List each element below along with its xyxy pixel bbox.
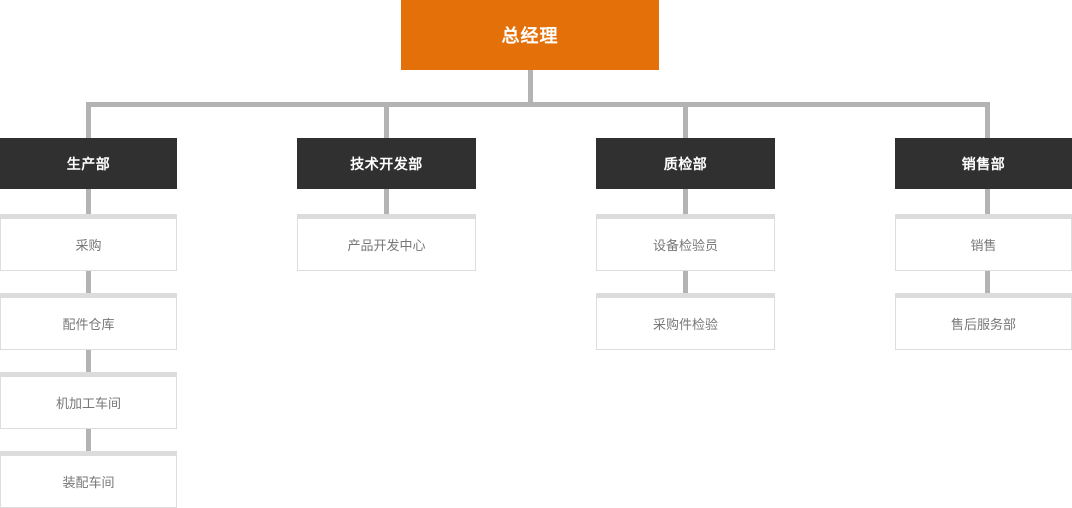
node-label: 产品开发中心: [347, 239, 426, 254]
connector-dept3-unit2: [683, 271, 688, 298]
connector-dept2-unit1: [384, 189, 389, 219]
node-unit-purchased-parts-inspection[interactable]: 采购件检验: [596, 293, 775, 350]
node-label: 采购件检验: [652, 318, 718, 333]
node-unit-machining-workshop[interactable]: 机加工车间: [0, 372, 177, 429]
node-unit-assembly-workshop[interactable]: 装配车间: [0, 451, 177, 508]
node-label: 装配车间: [62, 476, 115, 491]
node-unit-equipment-inspector[interactable]: 设备检验员: [596, 214, 775, 271]
node-label: 总经理: [501, 26, 559, 47]
connector-dept4-unit2: [985, 271, 990, 298]
connector-drop-dept1: [86, 102, 91, 138]
node-unit-after-sales-service[interactable]: 售后服务部: [895, 293, 1072, 350]
node-dept-sales[interactable]: 销售部: [895, 138, 1072, 189]
node-unit-product-development-center[interactable]: 产品开发中心: [297, 214, 476, 271]
connector-dept1-unit4: [86, 429, 91, 456]
connector-drop-dept4: [985, 102, 990, 138]
connector-dept4-unit1: [985, 189, 990, 219]
connector-dept3-unit1: [683, 189, 688, 219]
node-label: 质检部: [663, 156, 708, 173]
node-label: 设备检验员: [652, 239, 718, 254]
connector-bus: [86, 102, 990, 107]
connector-dept1-unit1: [86, 189, 91, 219]
node-label: 销售部: [961, 156, 1006, 173]
connector-root-stem: [528, 70, 533, 105]
node-unit-parts-warehouse[interactable]: 配件仓库: [0, 293, 177, 350]
node-dept-quality-inspection[interactable]: 质检部: [596, 138, 775, 189]
connector-drop-dept3: [683, 102, 688, 138]
connector-dept1-unit3: [86, 350, 91, 377]
node-label: 生产部: [66, 156, 111, 173]
node-dept-production[interactable]: 生产部: [0, 138, 177, 189]
node-general-manager[interactable]: 总经理: [401, 0, 659, 70]
node-dept-technical-development[interactable]: 技术开发部: [297, 138, 476, 189]
node-label: 机加工车间: [55, 397, 121, 412]
node-label: 采购: [75, 239, 102, 254]
node-label: 技术开发部: [350, 156, 423, 173]
connector-drop-dept2: [384, 102, 389, 138]
node-unit-procurement[interactable]: 采购: [0, 214, 177, 271]
node-label: 销售: [970, 239, 997, 254]
node-label: 配件仓库: [62, 318, 115, 333]
connector-dept1-unit2: [86, 271, 91, 298]
node-label: 售后服务部: [950, 318, 1016, 333]
node-unit-sales[interactable]: 销售: [895, 214, 1072, 271]
